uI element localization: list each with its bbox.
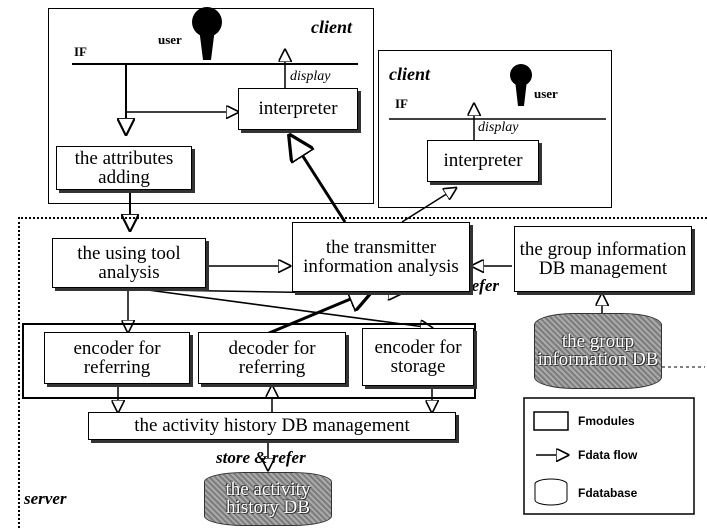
client-frame-right: [378, 50, 612, 208]
encoder-storage-box: encoder for storage: [362, 328, 474, 386]
client-label-left: client: [311, 17, 352, 37]
user-label-left: user: [158, 32, 182, 47]
group-db-management-box: the group information DB management: [514, 226, 692, 292]
using-tool-analysis-box: the using tool analysis: [52, 238, 206, 288]
legend-module-swatch: [533, 411, 569, 431]
attributes-adding-box: the attributes adding: [56, 146, 192, 190]
legend-database-label: Fdatabase: [578, 486, 638, 500]
interpreter-right-box: interpreter: [427, 140, 539, 182]
codec-group-frame: [22, 323, 476, 399]
display-label-left: display: [290, 69, 331, 84]
legend-db-swatch: [534, 478, 568, 506]
store-refer-label: store & refer: [216, 448, 306, 467]
server-label: server: [24, 489, 67, 508]
arrow-transmitter-interpreter-right: [401, 188, 456, 223]
user-icon-left: [192, 7, 222, 60]
group-information-db: the group information DB: [534, 313, 662, 389]
legend-dataflow-label: Fdata flow: [578, 448, 638, 462]
arrow-transmitter-interpreter-left: [290, 136, 347, 223]
arrow-usingtool-encoderstorage: [147, 289, 432, 328]
client-frame-left: [48, 8, 374, 204]
transmitter-analysis-box: the transmitter information analysis: [292, 222, 470, 292]
server-frame: [18, 217, 707, 528]
if-label-left: IF: [74, 44, 87, 59]
decoder-referring-box: decoder for referring: [198, 332, 346, 384]
encoder-referring-box: encoder for referring: [44, 332, 190, 384]
activity-db-management-box: the activity history DB management: [88, 412, 456, 440]
legend-modules-label: Fmodules: [578, 414, 635, 428]
interpreter-left-box: interpreter: [238, 88, 358, 130]
if-label-right: IF: [395, 96, 408, 111]
user-icon-right: [510, 64, 532, 106]
activity-history-db: the activity history DB: [204, 472, 332, 526]
arrow-decoder-transmitter: [261, 290, 372, 338]
user-label-right: user: [534, 86, 558, 101]
client-label-right: client: [389, 64, 430, 84]
refer-label: refer: [465, 276, 499, 295]
display-label-right: display: [478, 120, 519, 135]
